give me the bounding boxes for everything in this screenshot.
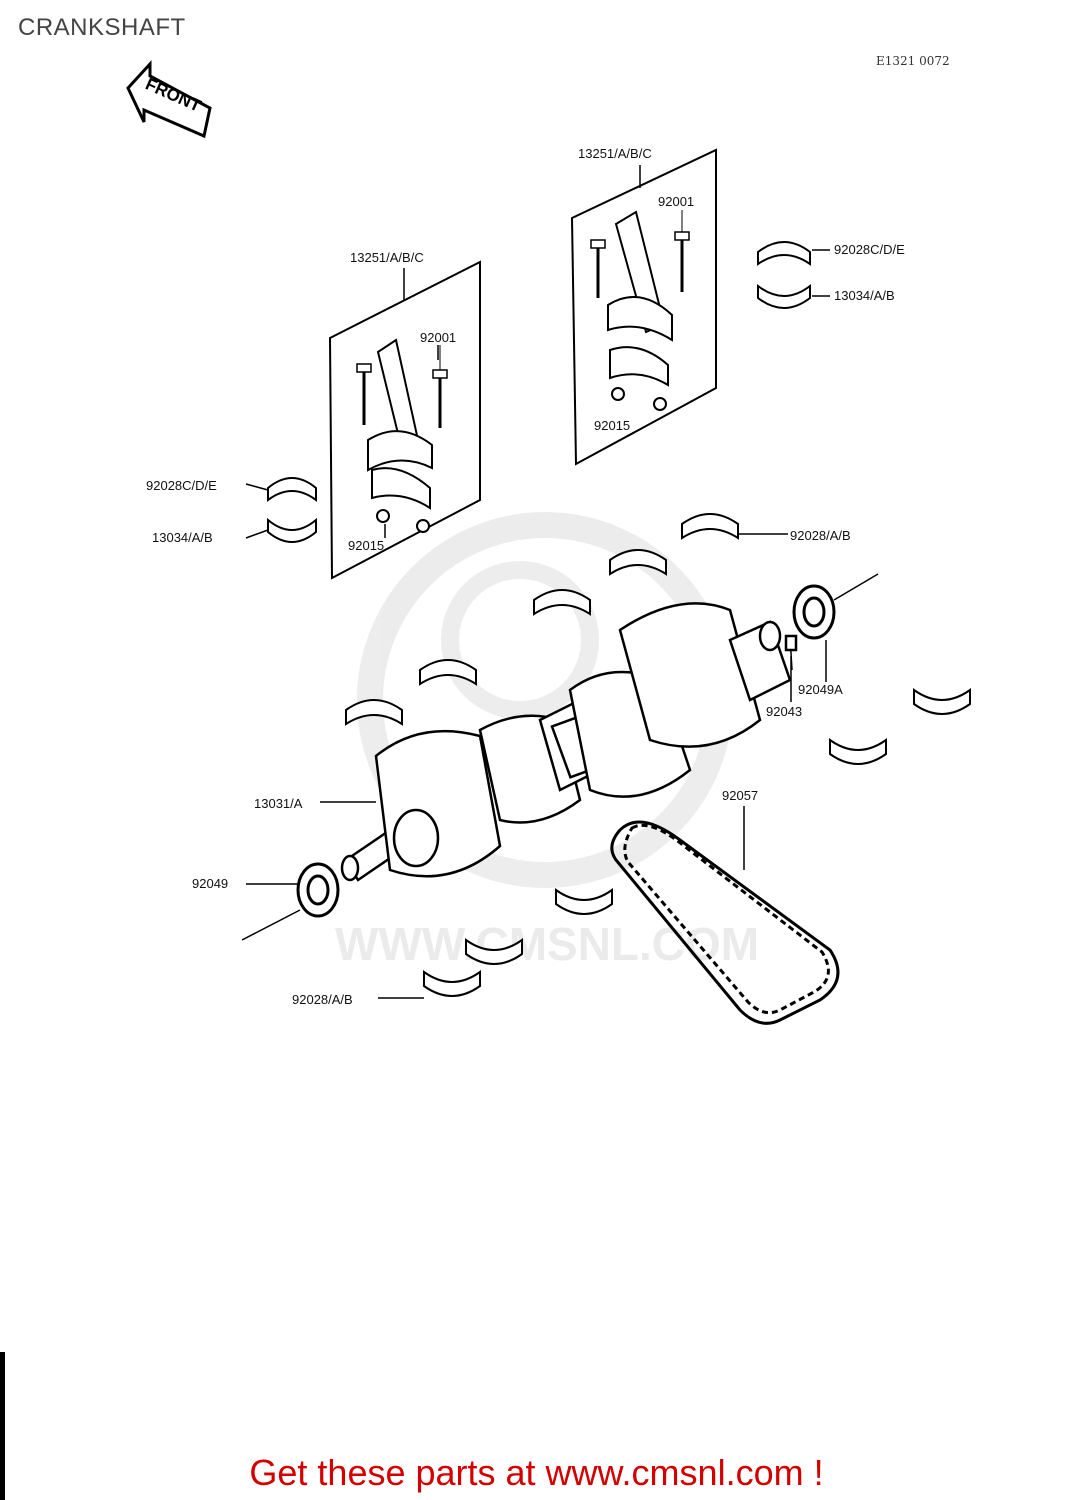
callout-cam-chain: 92057 — [722, 788, 758, 803]
oil-seal-left — [296, 862, 340, 918]
callout-nut-left: 92015 — [348, 538, 384, 553]
conrod-assembly-right — [570, 148, 717, 466]
callout-woodruff-key: 92043 — [766, 704, 802, 719]
oil-seal-right — [792, 584, 836, 640]
callout-conrod-bearing-upper-left: 92028C/D/E — [146, 478, 217, 493]
exploded-parts-diagram: WWW.CMSNL.COM FRONT — [126, 60, 971, 1025]
callout-conrod-bearing-lower-right: 13034/A/B — [834, 288, 895, 303]
conrod-bearing-shells — [267, 241, 811, 543]
page-title: CRANKSHAFT — [18, 14, 186, 41]
callout-main-bearing-top: 92028/A/B — [790, 528, 851, 543]
callout-conrod-bearing-upper-right: 92028C/D/E — [834, 242, 905, 257]
left-edge-bar — [0, 1352, 5, 1500]
main-bearing-shells — [345, 513, 971, 997]
callout-oil-seal-left: 92049 — [192, 876, 228, 891]
callout-oil-seal-right: 92049A — [798, 682, 843, 697]
callout-conrod-assembly-right: 13251/A/B/C — [578, 146, 652, 161]
get-parts-link[interactable]: Get these parts at www.cmsnl.com ! — [249, 1452, 824, 1493]
crankshaft — [340, 602, 798, 882]
callout-main-bearing-bottom: 92028/A/B — [292, 992, 353, 1007]
watermark-text: WWW.CMSNL.COM — [335, 918, 759, 970]
callout-conrod-bearing-lower-left: 13034/A/B — [152, 530, 213, 545]
leader-lines — [245, 249, 830, 999]
callout-crankshaft: 13031/A — [254, 796, 303, 811]
conrod-assembly-left — [328, 260, 481, 580]
callout-bolt-right: 92001 — [658, 194, 694, 209]
front-arrow-icon: FRONT — [126, 60, 212, 139]
figure-code: E1321 0072 — [876, 54, 950, 68]
cam-chain — [610, 820, 840, 1025]
callout-conrod-assembly-left: 13251/A/B/C — [350, 250, 424, 265]
callout-bolt-left: 92001 — [420, 330, 456, 345]
callout-nut-right: 92015 — [594, 418, 630, 433]
